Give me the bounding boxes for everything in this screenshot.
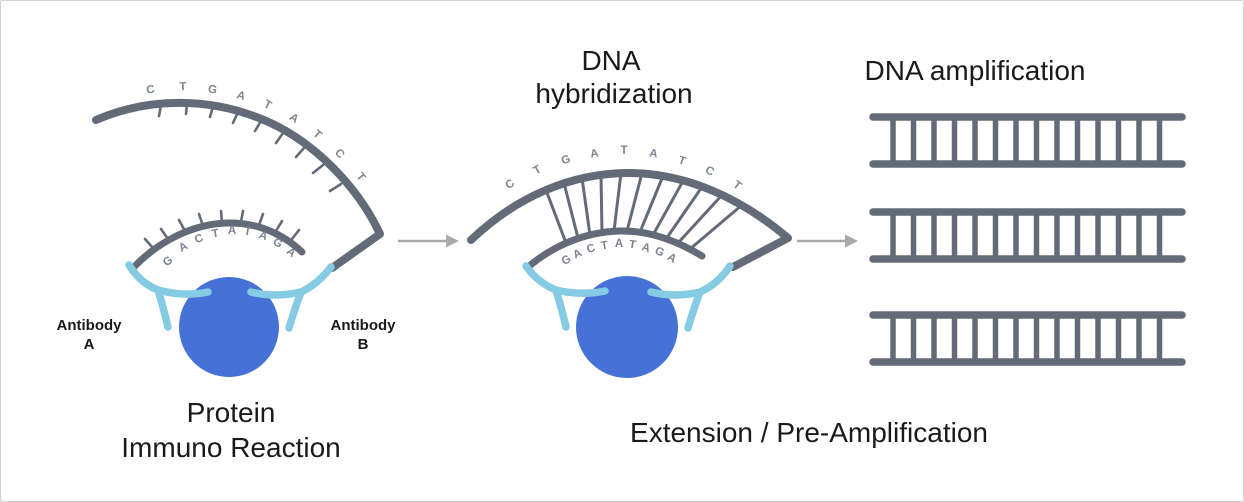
nucleotide-letter: T	[628, 239, 637, 252]
step1-protein-immuno-reaction: C T G A T A T C T G A C T A T A G A Anti…	[57, 81, 397, 463]
nucleotide-letter: T	[262, 98, 274, 112]
nucleotide-letter: A	[571, 247, 584, 261]
protein-circle	[576, 276, 678, 378]
nucleotide-letter: C	[503, 177, 517, 192]
nucleotide-letter: A	[589, 147, 599, 160]
nucleotide-letter: G	[653, 245, 666, 260]
nucleotide-letter: A	[257, 229, 269, 243]
step2-title-line2: hybridization	[535, 78, 692, 109]
hybridization-rungs	[544, 172, 743, 251]
antibody-b	[647, 262, 734, 332]
nucleotide-letter: T	[620, 145, 627, 157]
probe-a-dna-strand	[130, 219, 306, 271]
nucleotide-letter: C	[585, 242, 597, 256]
nucleotide-letter: A	[228, 225, 236, 237]
nucleotide-letter: A	[665, 251, 678, 266]
arrow-right-icon	[797, 234, 858, 248]
antibody-a-label-line1: Antibody	[57, 317, 123, 334]
antibody-a	[522, 262, 609, 331]
probe-b-dna-strand	[467, 169, 792, 271]
probe-a-sequence: G A C T A T A G A	[161, 225, 298, 269]
arrow-right-icon	[398, 234, 459, 248]
nucleotide-letter: A	[235, 89, 247, 103]
antibody-b	[247, 263, 335, 332]
nucleotide-letter: G	[559, 253, 573, 268]
step1-caption-line1: Protein	[187, 397, 276, 428]
nucleotide-letter: G	[161, 254, 175, 269]
nucleotide-letter: C	[193, 232, 205, 246]
nucleotide-letter: A	[648, 147, 658, 160]
probe-b-dna-strand	[92, 98, 384, 272]
nucleotide-letter: T	[353, 171, 367, 184]
nucleotide-letter: C	[703, 164, 716, 179]
nucleotide-letter: T	[211, 228, 220, 241]
dna-ladder	[873, 212, 1182, 259]
nucleotide-letter: T	[179, 81, 186, 93]
nucleotide-letter: A	[177, 240, 190, 255]
dna-ladder	[873, 117, 1182, 164]
probe-a-dna-strand	[524, 227, 706, 271]
step2-title-line1: DNA	[581, 45, 640, 76]
nucleotide-letter: T	[600, 240, 609, 253]
step2-dna-hybridization: DNA hybridization	[467, 45, 988, 448]
step2-caption: Extension / Pre-Amplification	[630, 417, 988, 448]
nucleotide-letter: G	[207, 83, 218, 96]
dna-ladder	[873, 315, 1182, 362]
antibody-b-label-line1: Antibody	[331, 317, 397, 334]
probe-a-sequence: G A C T A T A G A	[559, 238, 678, 268]
step3-dna-amplification: DNA amplification	[865, 55, 1182, 362]
nucleotide-letter: T	[677, 154, 688, 168]
antibody-a	[125, 261, 212, 331]
nucleotide-letter: T	[730, 179, 743, 193]
nucleotide-letter: A	[287, 111, 301, 126]
protein-circle	[179, 277, 279, 377]
nucleotide-letter: C	[146, 84, 156, 97]
nucleotide-letter: T	[532, 163, 544, 177]
nucleotide-letter: G	[560, 153, 572, 167]
step1-caption-line2: Immuno Reaction	[121, 432, 340, 463]
nucleotide-letter: A	[615, 238, 623, 250]
nucleotide-letter: T	[310, 128, 323, 142]
step3-title: DNA amplification	[865, 55, 1086, 86]
antibody-b-label-line2: B	[358, 336, 369, 353]
nucleotide-letter: T	[243, 226, 252, 239]
nucleotide-letter: A	[640, 241, 652, 255]
antibody-a-label-line2: A	[84, 336, 95, 353]
nucleotide-letter: G	[271, 236, 285, 251]
nucleotide-letter: C	[332, 147, 346, 161]
